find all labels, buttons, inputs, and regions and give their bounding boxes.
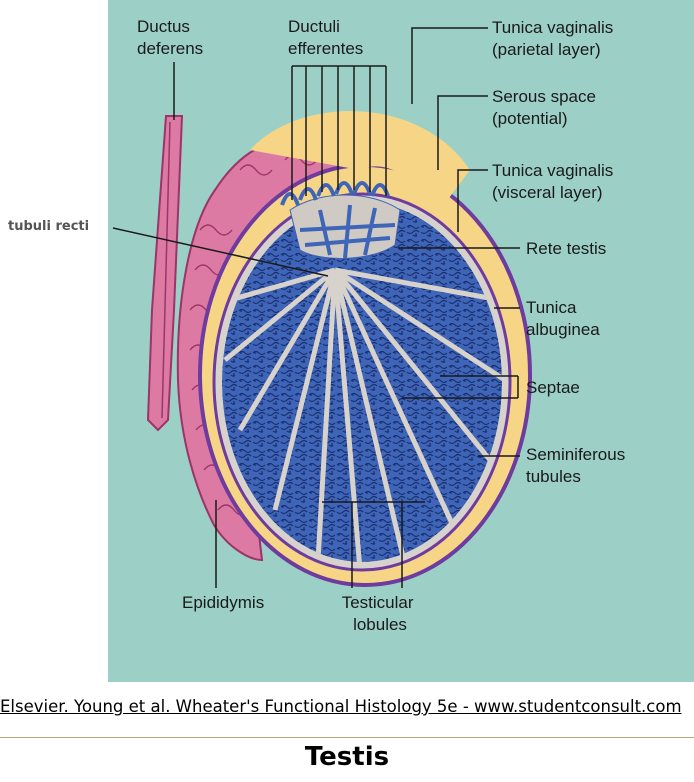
divider <box>0 737 694 738</box>
label-tl-line1: Testicular <box>342 593 414 612</box>
label-testicular-lobules: Testicular lobules <box>342 593 419 634</box>
label-ductuli-efferentes: Ductuli efferentes <box>288 17 363 58</box>
label-st-line2: tubules <box>526 467 581 486</box>
label-ductuli-efferentes-line1: Ductuli <box>288 17 340 36</box>
image-credit: Elsevier. Young et al. Wheater's Functio… <box>0 697 682 716</box>
label-ductus-deferens-line2: deferens <box>137 39 203 58</box>
label-serous-space: Serous space (potential) <box>492 87 601 128</box>
label-tvp-line1: Tunica vaginalis <box>492 18 613 37</box>
ductus-deferens-shape <box>146 115 184 432</box>
label-ductus-deferens-line1: Ductus <box>137 17 190 36</box>
label-st-line1: Seminiferous <box>526 445 625 464</box>
label-ductus-deferens: Ductus deferens <box>137 17 203 58</box>
label-tunica-albuginea: Tunica albuginea <box>526 298 600 339</box>
label-seminiferous-tubules: Seminiferous tubules <box>526 445 630 486</box>
annotation-tubuli-recti: tubuli recti <box>8 219 90 234</box>
label-septae: Septae <box>526 378 580 397</box>
label-serous-line2: (potential) <box>492 109 568 128</box>
label-tunica-vaginalis-parietal: Tunica vaginalis (parietal layer) <box>492 18 618 59</box>
label-tl-line2: lobules <box>353 615 407 634</box>
slide-title: Testis <box>304 742 390 772</box>
label-tvv-line2: (visceral layer) <box>492 183 603 202</box>
label-ductuli-efferentes-line2: efferentes <box>288 39 363 58</box>
label-tvv-line1: Tunica vaginalis <box>492 161 613 180</box>
label-tunica-vaginalis-visceral: Tunica vaginalis (visceral layer) <box>492 161 618 202</box>
label-tvp-line2: (parietal layer) <box>492 40 601 59</box>
label-epididymis: Epididymis <box>182 593 264 612</box>
testis-diagram: Ductus deferens Ductuli efferentes Tunic… <box>108 0 694 682</box>
label-ta-line1: Tunica <box>526 298 577 317</box>
label-ta-line2: albuginea <box>526 320 600 339</box>
label-serous-line1: Serous space <box>492 87 596 106</box>
label-rete-testis: Rete testis <box>526 239 606 258</box>
